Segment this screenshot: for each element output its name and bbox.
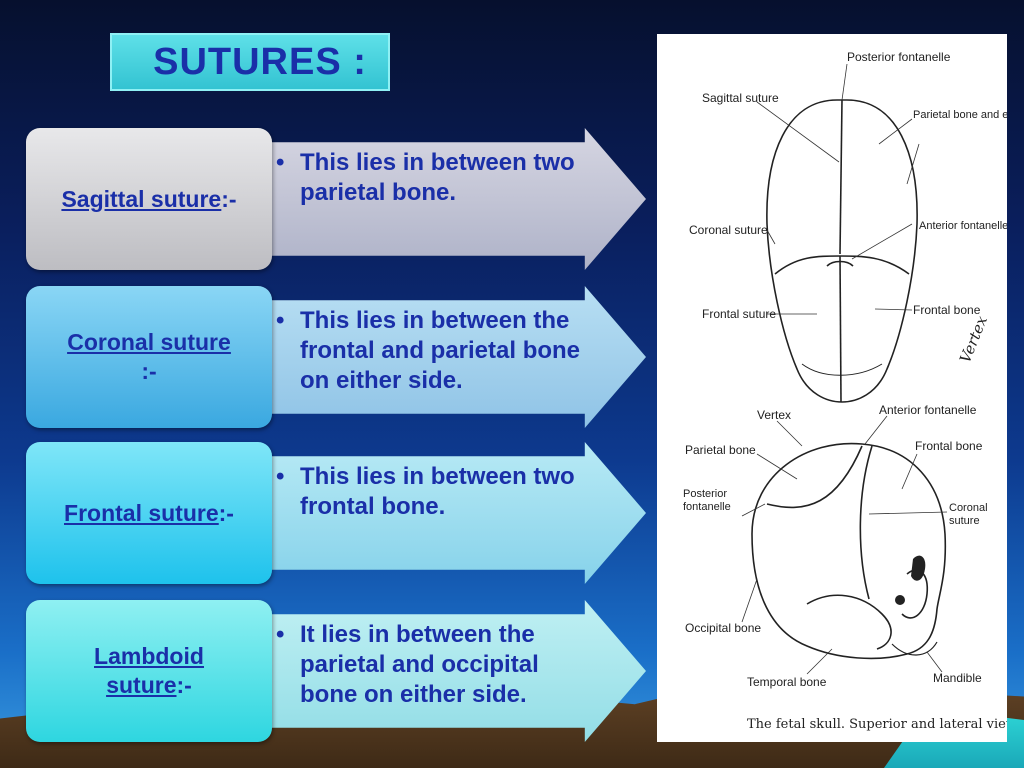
description-text: • This lies in between the frontal and p… [276,306,596,396]
label-posterior-fontanelle-lateral-wrap: Posterior fontanelle [683,488,731,513]
suture-name: Frontal suture [64,499,219,526]
lateral-temporal-line [806,594,892,650]
description-text: • This lies in between two frontal bone. [276,462,596,522]
label-coronal-suture: Coronal suture [689,223,768,237]
suture-suffix: :- [218,499,234,526]
label-parietal-bone-lateral: Parietal bone [685,443,756,457]
suture-description: This lies in between the frontal and par… [300,307,581,394]
suture-suffix: :- [176,672,192,698]
superior-lower-edge [801,363,883,376]
superior-skull-outline [766,99,918,403]
label-temporal-bone: Temporal bone [747,675,827,689]
bullet-icon: • [276,307,285,334]
label-coronal-suture-lateral: Coronal suture [949,502,988,527]
suture-label-box: Coronal suture :- [26,286,272,428]
suture-label-box: Sagittal suture:- [26,128,272,270]
label-mandible: Mandible [933,671,982,685]
suture-description: It lies in between the parietal and occi… [300,621,539,708]
label-vertex-handwritten: Vertex [956,313,991,366]
description-arrow [238,286,646,428]
suture-name: Coronal suture [67,329,231,355]
superior-frontal-line [839,255,842,403]
label-vertex-lateral: Vertex [757,408,791,422]
description-text: • It lies in between the parietal and oc… [276,620,596,710]
description-arrow [238,442,646,584]
description-arrow [238,600,646,742]
lateral-lambdoid-line [766,445,863,509]
label-posterior-fontanelle-lateral: Posterior fontanelle [683,488,731,513]
suture-label-box: Frontal suture:- [26,442,272,584]
description-arrow [238,128,646,270]
label-coronal-suture-lateral-wrap: Coronal suture [949,502,988,527]
bullet-icon: • [276,149,285,176]
label-parietal-bone-eminence: Parietal bone and eminence [913,109,1007,121]
title-box: SUTURES : [110,33,390,91]
suture-label-box: Lambdoid suture:- [26,600,272,742]
superior-sagittal-line [839,99,843,255]
suture-description: This lies in between two frontal bone. [300,463,575,520]
suture-description: This lies in between two parietal bone. [300,149,575,206]
label-frontal-bone-superior: Frontal bone [913,303,981,317]
lateral-ear-shape [895,595,905,605]
label-occipital-bone: Occipital bone [685,621,761,635]
suture-row-coronal: Coronal suture :- • This lies in between … [26,286,656,432]
suture-row-frontal: Frontal suture:- • This lies in between … [26,442,656,588]
label-frontal-bone-lateral: Frontal bone [915,439,983,453]
label-posterior-fontanelle: Posterior fontanelle [847,50,951,64]
lateral-mandible-line [891,641,938,656]
label-sagittal-suture: Sagittal suture [702,91,779,105]
suture-suffix: :- [221,185,237,212]
lateral-skull-outline [751,442,947,660]
superior-fontanelle-line [826,260,854,267]
label-frontal-suture: Frontal suture [702,307,776,321]
suture-name: Lambdoid suture [94,643,204,698]
suture-suffix: :- [141,358,157,384]
lateral-orbit-shape [911,555,926,581]
bullet-icon: • [276,463,285,490]
bullet-icon: • [276,621,285,648]
fetal-skull-diagram: Posterior fontanelle Sagittal suture Par… [683,50,1024,732]
suture-row-sagittal: Sagittal suture:- • This lies in between… [26,128,656,274]
lateral-coronal-line [859,445,873,600]
suture-name: Sagittal suture [61,185,222,212]
page-title: SUTURES : [153,40,367,83]
superior-coronal-line [774,255,910,275]
label-anterior-fontanelle-lateral: Anterior fontanelle [879,403,977,417]
description-text: • This lies in between two parietal bone… [276,148,596,208]
suture-row-lambdoid: Lambdoid suture:- • It lies in between t… [26,600,656,746]
fetal-skull-figure: Posterior fontanelle Sagittal suture Par… [657,34,1024,742]
label-anterior-fontanelle-superior: Anterior fontanelle [919,220,1007,232]
figure-caption: The fetal skull. Superior and lateral vi… [747,717,1007,732]
